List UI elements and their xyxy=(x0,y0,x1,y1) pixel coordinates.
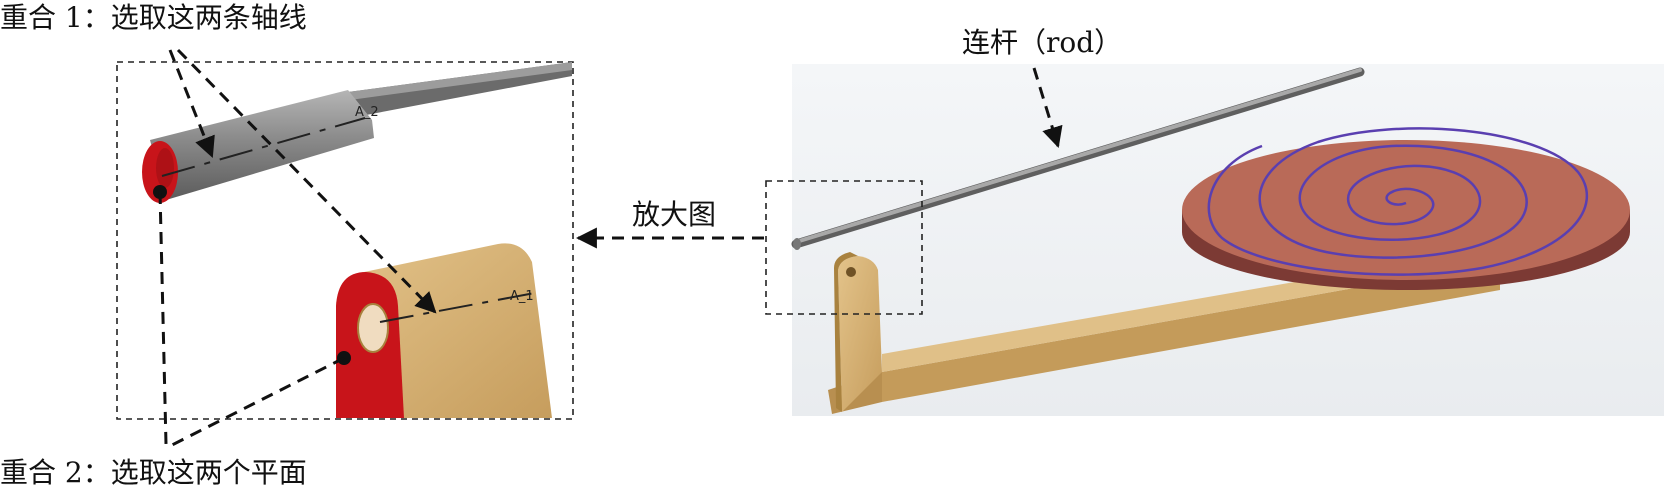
constraint-1-label: 重合 1：选取这两条轴线 xyxy=(0,1,307,34)
support-hole-magnified xyxy=(357,303,389,353)
magnified-view: A_2 A_1 xyxy=(116,61,574,420)
zoom-label: 放大图 xyxy=(632,198,716,231)
leader-axis-support xyxy=(176,48,437,314)
assembly-view xyxy=(765,64,1664,416)
rod-axis-tag: A_2 xyxy=(355,105,379,120)
leader-plane-rod xyxy=(158,191,168,445)
turntable-plate xyxy=(1182,127,1630,290)
connecting-rod xyxy=(791,67,1365,250)
support-post xyxy=(834,252,882,412)
rod-leader xyxy=(1032,67,1063,149)
leader-plane-support xyxy=(169,356,345,448)
support-axis-tag: A_1 xyxy=(510,289,534,304)
support-magnified: A_1 xyxy=(336,243,552,418)
zoom-source-box xyxy=(765,180,923,315)
support-hole xyxy=(846,267,856,277)
spiral-groove xyxy=(1207,127,1589,276)
rod-label: 连杆（rod） xyxy=(962,26,1122,59)
constraint-2-label: 重合 2：选取这两个平面 xyxy=(0,456,307,488)
rod-magnified: A_2 xyxy=(142,62,572,203)
annotations: 重合 1：选取这两条轴线 重合 2：选取这两个平面 连杆（rod） 放大图 xyxy=(0,1,1122,488)
